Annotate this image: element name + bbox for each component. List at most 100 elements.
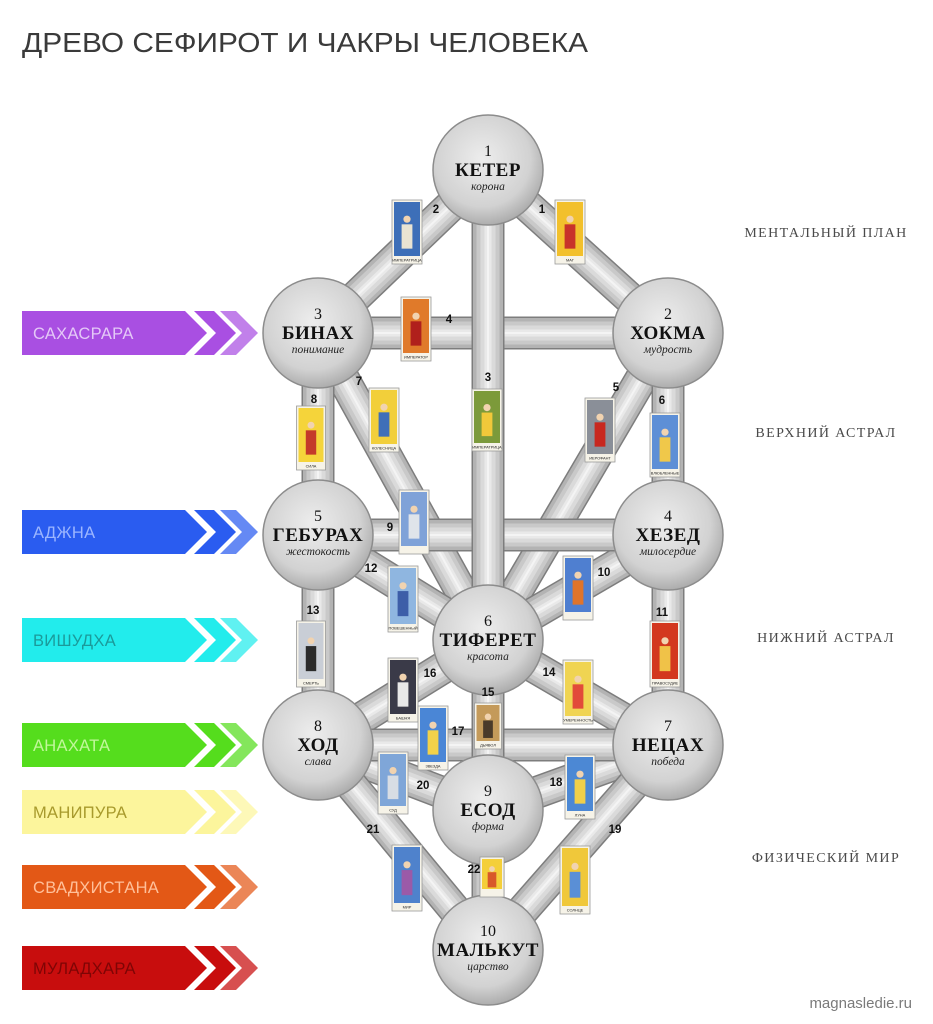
sephira-circle	[262, 277, 374, 389]
tube-stroke	[487, 332, 669, 641]
tarot-card-12: ПОВЕШЕННЫЙ	[387, 565, 419, 633]
chevron-icon	[220, 618, 258, 662]
sephira-name: БИНАХ	[282, 323, 354, 344]
card-figure	[305, 646, 317, 672]
card-figure	[481, 412, 493, 437]
sephira-name: ХОД	[297, 735, 338, 756]
chakra-name: АДЖНА	[33, 524, 95, 542]
tarot-card-18: ЛУНА	[564, 754, 596, 820]
card-figure-head	[307, 421, 315, 429]
sephira-number: 7	[664, 718, 672, 735]
sephira-meaning: понимание	[292, 344, 345, 356]
tarot-card-7: КОЛЕСНИЦА	[368, 387, 400, 453]
card-figure	[378, 412, 390, 437]
path-number-15: 15	[482, 687, 495, 699]
path-number-20: 20	[417, 780, 430, 792]
card-figure	[401, 224, 413, 249]
path-number-7: 7	[356, 376, 362, 388]
plane-mental: МЕНТАЛЬНЫЙ ПЛАН	[744, 224, 907, 241]
path-number-1: 1	[539, 204, 546, 216]
sephira-circle	[432, 114, 544, 226]
card-figure-head	[574, 571, 582, 579]
path-number-5: 5	[613, 382, 620, 394]
card-figure-head	[399, 582, 407, 590]
sephira-name: КЕТЕР	[455, 160, 521, 181]
chakra-name: АНАХАТА	[33, 737, 110, 755]
sephira-number: 6	[484, 613, 492, 630]
card-figure-head	[307, 637, 315, 645]
sephira-number: 8	[314, 718, 322, 735]
tarot-card-17: ЗВЕЗДА	[417, 705, 449, 771]
chevron-icon	[220, 311, 258, 355]
sephira-name: ХЕЗЕД	[636, 525, 701, 546]
card-label: УМЕРЕННОСТЬ	[563, 718, 593, 723]
card-figure-head	[429, 721, 437, 729]
card-figure-head	[403, 215, 411, 223]
card-label: ИМПЕРАТРИЦА	[392, 258, 422, 263]
path-number-16: 16	[424, 668, 437, 680]
card-label: ДЬЯВОЛ	[480, 743, 496, 748]
chakra-bar	[22, 865, 207, 909]
card-figure	[487, 872, 497, 888]
card-figure-head	[596, 413, 604, 421]
tarot-card-3: ИМПЕРАТРИЦА	[471, 388, 503, 452]
sephira-meaning: корона	[471, 181, 505, 193]
tarot-card-5: ИЕРОФАНТ	[584, 397, 616, 463]
tarot-card-9	[398, 489, 430, 555]
card-label: КОЛЕСНИЦА	[372, 446, 397, 451]
sephira-number: 9	[484, 783, 492, 800]
card-figure	[574, 779, 586, 804]
chakras-layer: САХАСРАРААДЖНАВИШУДХААНАХАТАМАНИПУРАСВАД…	[22, 311, 258, 990]
sephira-number: 3	[314, 306, 322, 323]
card-figure-head	[576, 770, 584, 778]
tarot-cards-layer: МАГИМПЕРАТРИЦАИМПЕРАТРИЦАИМПЕРАТОРИЕРОФА…	[296, 199, 681, 915]
sephira-number: 4	[664, 508, 672, 525]
sephira-circle	[612, 479, 724, 591]
tarot-card-4: ИМПЕРАТОР	[400, 296, 432, 362]
path-number-10: 10	[598, 567, 611, 579]
sephira-meaning: победа	[651, 756, 685, 768]
card-label: ЛУНА	[575, 813, 586, 818]
sephira-name: ТИФЕРЕТ	[440, 630, 537, 651]
card-label: СОЛНЦЕ	[567, 908, 584, 913]
sephira-number: 5	[314, 508, 322, 525]
sephira-circle	[612, 277, 724, 389]
chakra-name: САХАСРАРА	[33, 325, 134, 343]
sephira-circle	[612, 689, 724, 801]
chakra-arrow-ajna: АДЖНА	[22, 510, 258, 554]
card-label: СМЕРТЬ	[303, 681, 319, 686]
card-figure-head	[399, 673, 407, 681]
card-figure-head	[412, 312, 420, 320]
chakra-name: ВИШУДХА	[33, 632, 116, 650]
chevron-icon	[194, 618, 236, 662]
tarot-card-11: ПРАВОСУДИЕ	[649, 620, 681, 688]
card-label: ПРАВОСУДИЕ	[652, 681, 679, 686]
chevron-icon	[220, 790, 258, 834]
chakra-bar	[22, 790, 207, 834]
sephira-meaning: царство	[467, 961, 509, 973]
card-label: ИЕРОФАНТ	[589, 456, 611, 461]
card-figure	[387, 775, 399, 800]
card-figure	[659, 646, 671, 672]
tarot-card-19: СОЛНЦЕ	[559, 845, 591, 915]
path-number-11: 11	[656, 607, 669, 619]
tarot-card-13: СМЕРТЬ	[296, 620, 326, 688]
card-figure	[305, 430, 317, 455]
path-number-12: 12	[365, 563, 378, 575]
card-figure	[483, 720, 493, 738]
chakra-bar	[22, 510, 207, 554]
path-number-3: 3	[485, 372, 491, 384]
chevron-icon	[194, 723, 236, 767]
chakra-bar	[22, 723, 207, 767]
page-title: ДРЕВО СЕФИРОТ И ЧАКРЫ ЧЕЛОВЕКА	[22, 27, 588, 58]
card-figure-head	[484, 713, 492, 721]
sephira-name: НЕЦАХ	[632, 735, 704, 756]
